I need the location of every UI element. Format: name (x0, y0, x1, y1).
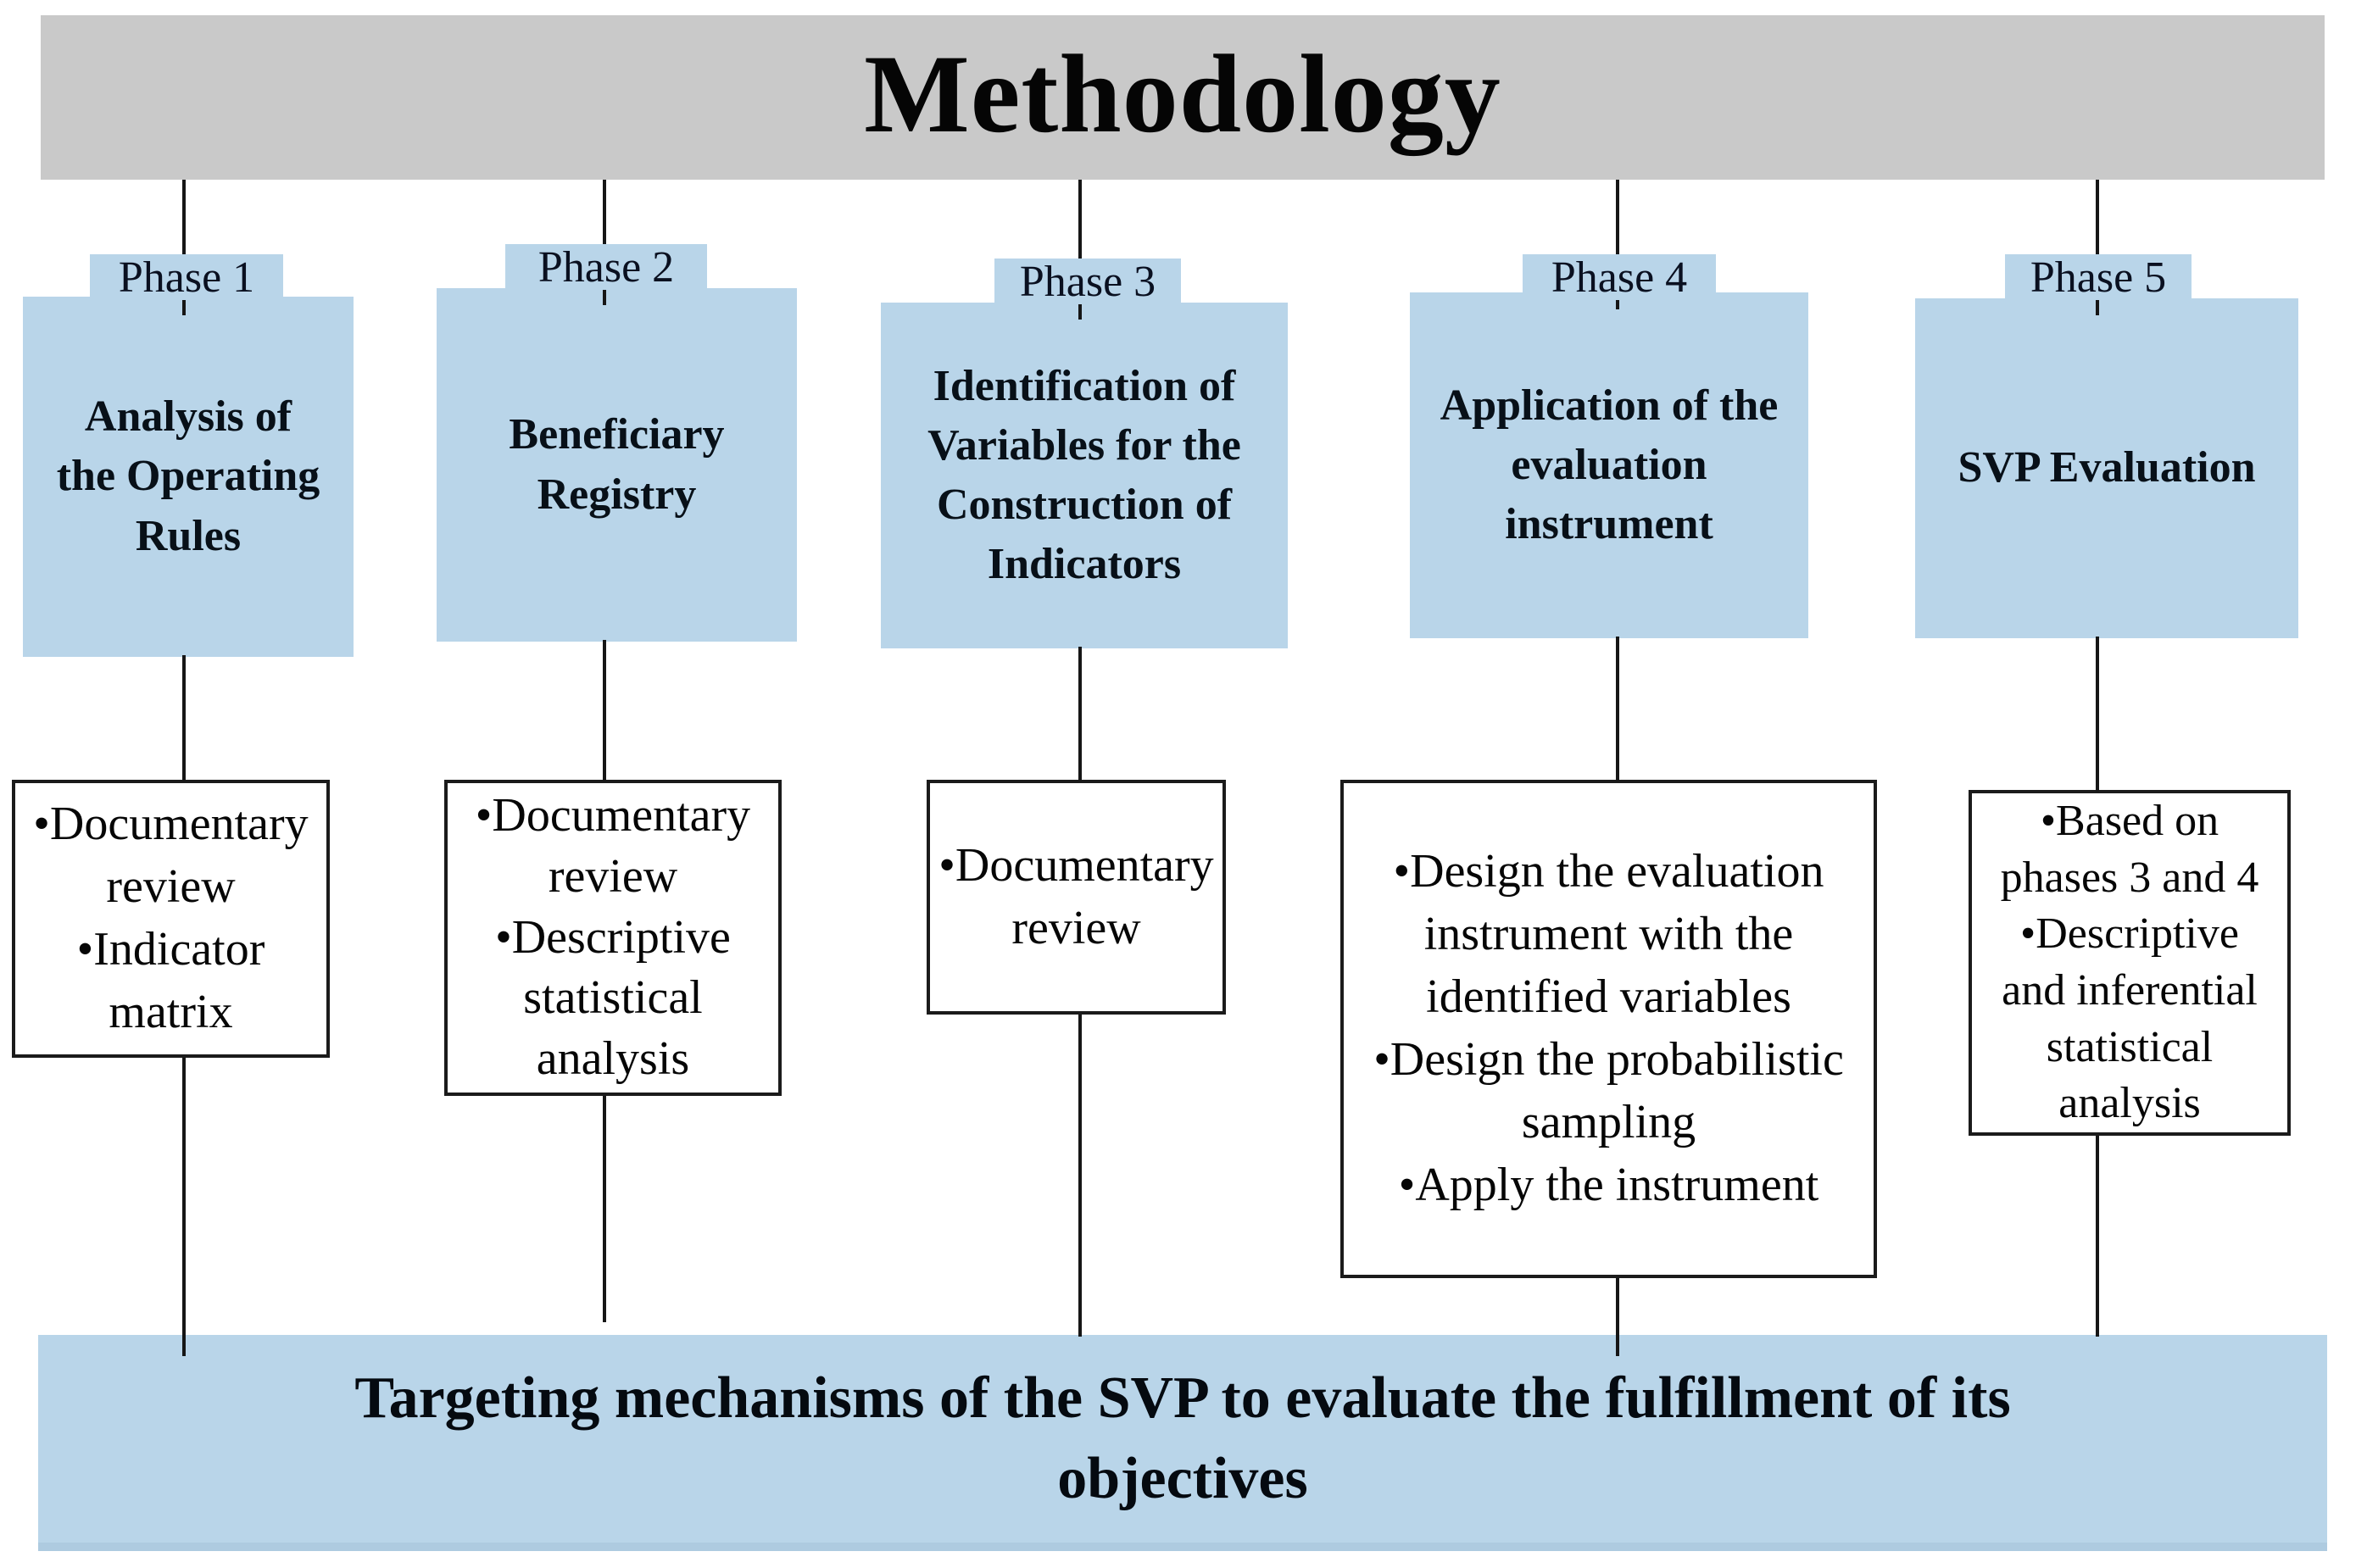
connector-header-phase1 (182, 180, 186, 315)
footer-bar: Targeting mechanisms of the SVP to evalu… (38, 1335, 2327, 1551)
connector-phase3-details (1078, 647, 1082, 781)
connector-phase1-details (182, 655, 186, 781)
phase4-title: Application of the evaluation instrument (1440, 381, 1779, 549)
connector-details5-footer (2096, 1136, 2099, 1337)
phase5-details-text: •Based on phases 3 and 4 •Descriptive an… (2000, 797, 2259, 1128)
connector-header-phase4 (1616, 180, 1619, 309)
phase5-box: SVP Evaluation (1915, 298, 2298, 638)
phase1-details-box: •Documentary review •Indicator matrix (12, 780, 330, 1058)
phase5-title: SVP Evaluation (1958, 443, 2256, 492)
phase1-title: Analysis of the Operating Rules (56, 392, 320, 560)
phase2-details-box: •Documentary review •Descriptive statist… (444, 780, 782, 1096)
footer-text: Targeting mechanisms of the SVP to evalu… (354, 1365, 2011, 1511)
diagram-title: Methodology (864, 31, 1501, 156)
phase3-label: Phase 3 (994, 258, 1181, 306)
connector-details2-footer (603, 1096, 606, 1322)
phase2-label: Phase 2 (505, 243, 707, 292)
connector-phase4-details (1616, 637, 1619, 781)
connector-phase5-details (2096, 637, 2099, 792)
connector-phase2-details (603, 640, 606, 781)
phase5-details-box: •Based on phases 3 and 4 •Descriptive an… (1969, 790, 2291, 1136)
phase2-title: Beneficiary Registry (509, 410, 725, 519)
phase4-box: Application of the evaluation instrument (1410, 292, 1808, 638)
phase2-details-text: •Documentary review •Descriptive statist… (475, 789, 751, 1085)
phase4-details-text: •Design the evaluation instrument with t… (1373, 845, 1844, 1211)
phase3-details-box: •Documentary review (927, 780, 1226, 1015)
phase1-details-text: •Documentary review •Indicator matrix (33, 798, 309, 1038)
phase1-label: Phase 1 (90, 253, 283, 302)
connector-header-phase3 (1078, 180, 1082, 320)
phase1-box: Analysis of the Operating Rules (23, 297, 354, 657)
phase4-details-box: •Design the evaluation instrument with t… (1340, 780, 1877, 1278)
connector-details3-footer (1078, 1015, 1082, 1337)
methodology-header: Methodology (41, 15, 2325, 180)
phase3-title: Identification of Variables for the Cons… (927, 361, 1241, 589)
phase4-label: Phase 4 (1523, 253, 1716, 302)
phase3-details-text: •Documentary review (938, 838, 1214, 954)
connector-header-phase5 (2096, 180, 2099, 315)
connector-header-phase2 (603, 180, 606, 305)
connector-details4-footer (1616, 1278, 1619, 1356)
phase5-label: Phase 5 (2005, 253, 2192, 302)
phase3-box: Identification of Variables for the Cons… (881, 303, 1288, 648)
phase2-box: Beneficiary Registry (437, 288, 797, 642)
connector-details1-footer (182, 1058, 186, 1356)
